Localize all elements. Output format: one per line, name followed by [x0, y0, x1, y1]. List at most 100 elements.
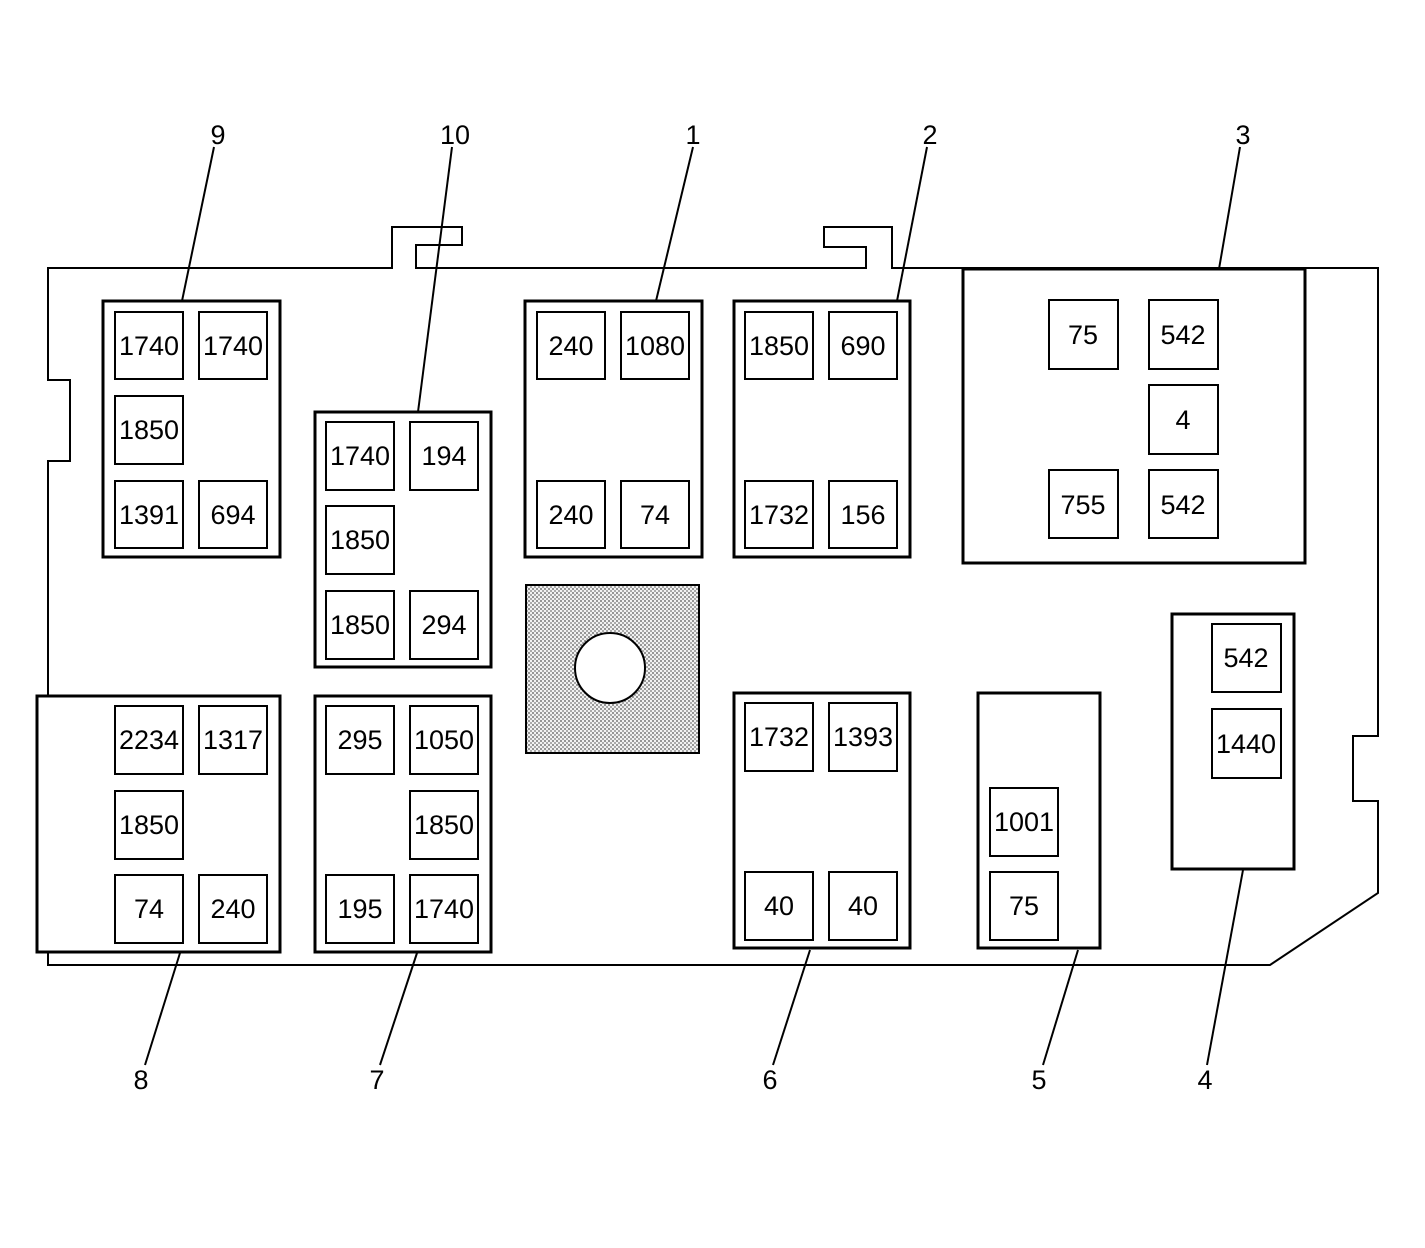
leader-line-1: [655, 146, 694, 302]
terminal-label: 40: [764, 891, 794, 921]
terminal-label: 1740: [203, 331, 263, 361]
relay-3: 75 542 4 755 542: [961, 267, 1307, 565]
terminal: 1732: [744, 480, 814, 549]
terminal-label: 1080: [625, 331, 685, 361]
terminal-label: 240: [548, 331, 593, 361]
relay-9: 1740 1740 1850 1391 694: [101, 299, 282, 559]
terminal: 1050: [409, 705, 479, 775]
callout-2: 2: [922, 120, 937, 150]
terminal: 1740: [409, 874, 479, 944]
terminal: 156: [828, 480, 898, 549]
leader-line-5: [1042, 949, 1079, 1066]
terminal-label: 542: [1223, 643, 1268, 673]
terminal: 194: [409, 421, 479, 491]
leader-lines: [144, 146, 1244, 1066]
terminal-label: 194: [421, 441, 466, 471]
terminal-label: 1740: [119, 331, 179, 361]
terminal: 1391: [114, 480, 184, 549]
callout-5: 5: [1031, 1065, 1046, 1095]
terminal-label: 1850: [330, 525, 390, 555]
terminal: 1001: [989, 787, 1059, 857]
terminal: 4: [1148, 384, 1219, 455]
terminal-label: 2234: [119, 725, 179, 755]
terminal: 694: [198, 480, 268, 549]
terminal-label: 1440: [1216, 729, 1276, 759]
terminal: 75: [1048, 299, 1119, 370]
terminal-label: 690: [840, 331, 885, 361]
relay-2: 1850 690 1732 156: [732, 299, 912, 559]
terminal-label: 74: [640, 500, 670, 530]
terminal: 74: [114, 874, 184, 944]
terminal-label: 1050: [414, 725, 474, 755]
mounting-hole: [574, 632, 646, 704]
callout-1: 1: [685, 120, 700, 150]
terminal: 1850: [325, 505, 395, 575]
terminal-label: 1850: [119, 810, 179, 840]
relay-10: 1740 194 1850 1850 294: [313, 410, 493, 669]
leader-line-6: [772, 949, 811, 1066]
terminal-label: 1393: [833, 722, 893, 752]
terminal-label: 75: [1068, 320, 1098, 350]
relay-7: 295 1050 1850 195 1740: [313, 694, 493, 954]
callout-10: 10: [440, 120, 470, 150]
terminal: 542: [1148, 299, 1219, 370]
terminal-label: 1850: [330, 610, 390, 640]
terminal-label: 240: [548, 500, 593, 530]
terminal-label: 294: [421, 610, 466, 640]
terminal: 240: [536, 480, 606, 549]
terminal: 1740: [114, 311, 184, 380]
terminal: 294: [409, 590, 479, 660]
terminal: 1080: [620, 311, 690, 380]
leader-line-8: [144, 952, 181, 1066]
relay-6: 1732 1393 40 40: [732, 691, 912, 950]
terminal: 240: [536, 311, 606, 380]
relay-8: 2234 1317 1850 74 240: [35, 694, 282, 954]
terminal: 195: [325, 874, 395, 944]
terminal-label: 694: [210, 500, 255, 530]
terminal: 1850: [114, 790, 184, 860]
terminal-label: 74: [134, 894, 164, 924]
terminal: 1850: [744, 311, 814, 380]
leader-line-7: [379, 952, 418, 1066]
terminal: 240: [198, 874, 268, 944]
terminal-label: 1317: [203, 725, 263, 755]
leader-line-10: [417, 146, 453, 413]
terminal-label: 542: [1160, 490, 1205, 520]
terminal: 74: [620, 480, 690, 549]
terminal: 1850: [409, 790, 479, 860]
callout-4: 4: [1197, 1065, 1212, 1095]
terminal-label: 1391: [119, 500, 179, 530]
terminal: 1850: [325, 590, 395, 660]
terminal-label: 1850: [119, 415, 179, 445]
terminal-label: 1740: [330, 441, 390, 471]
terminal-label: 1001: [994, 807, 1054, 837]
terminal: 755: [1048, 469, 1119, 539]
terminal-label: 75: [1009, 891, 1039, 921]
terminal-label: 1850: [749, 331, 809, 361]
terminal-label: 40: [848, 891, 878, 921]
callout-6: 6: [762, 1065, 777, 1095]
terminal: 1740: [325, 421, 395, 491]
relay-1: 240 1080 240 74: [523, 299, 704, 559]
callout-9: 9: [210, 120, 225, 150]
terminal: 295: [325, 705, 395, 775]
leader-line-3: [1218, 146, 1241, 270]
terminal-label: 240: [210, 894, 255, 924]
terminal-label: 1732: [749, 722, 809, 752]
terminal: 1317: [198, 705, 268, 775]
terminal: 75: [989, 871, 1059, 941]
terminal: 1732: [744, 702, 814, 772]
terminal-label: 542: [1160, 320, 1205, 350]
terminal: 1393: [828, 702, 898, 772]
terminal-label: 755: [1060, 490, 1105, 520]
callout-8: 8: [133, 1065, 148, 1095]
leader-line-9: [181, 146, 215, 302]
relay-5: 1001 75: [976, 691, 1102, 950]
terminal: 1740: [198, 311, 268, 380]
terminal-label: 156: [840, 500, 885, 530]
terminal-label: 295: [337, 725, 382, 755]
callout-7: 7: [369, 1065, 384, 1095]
terminal-label: 4: [1175, 405, 1190, 435]
